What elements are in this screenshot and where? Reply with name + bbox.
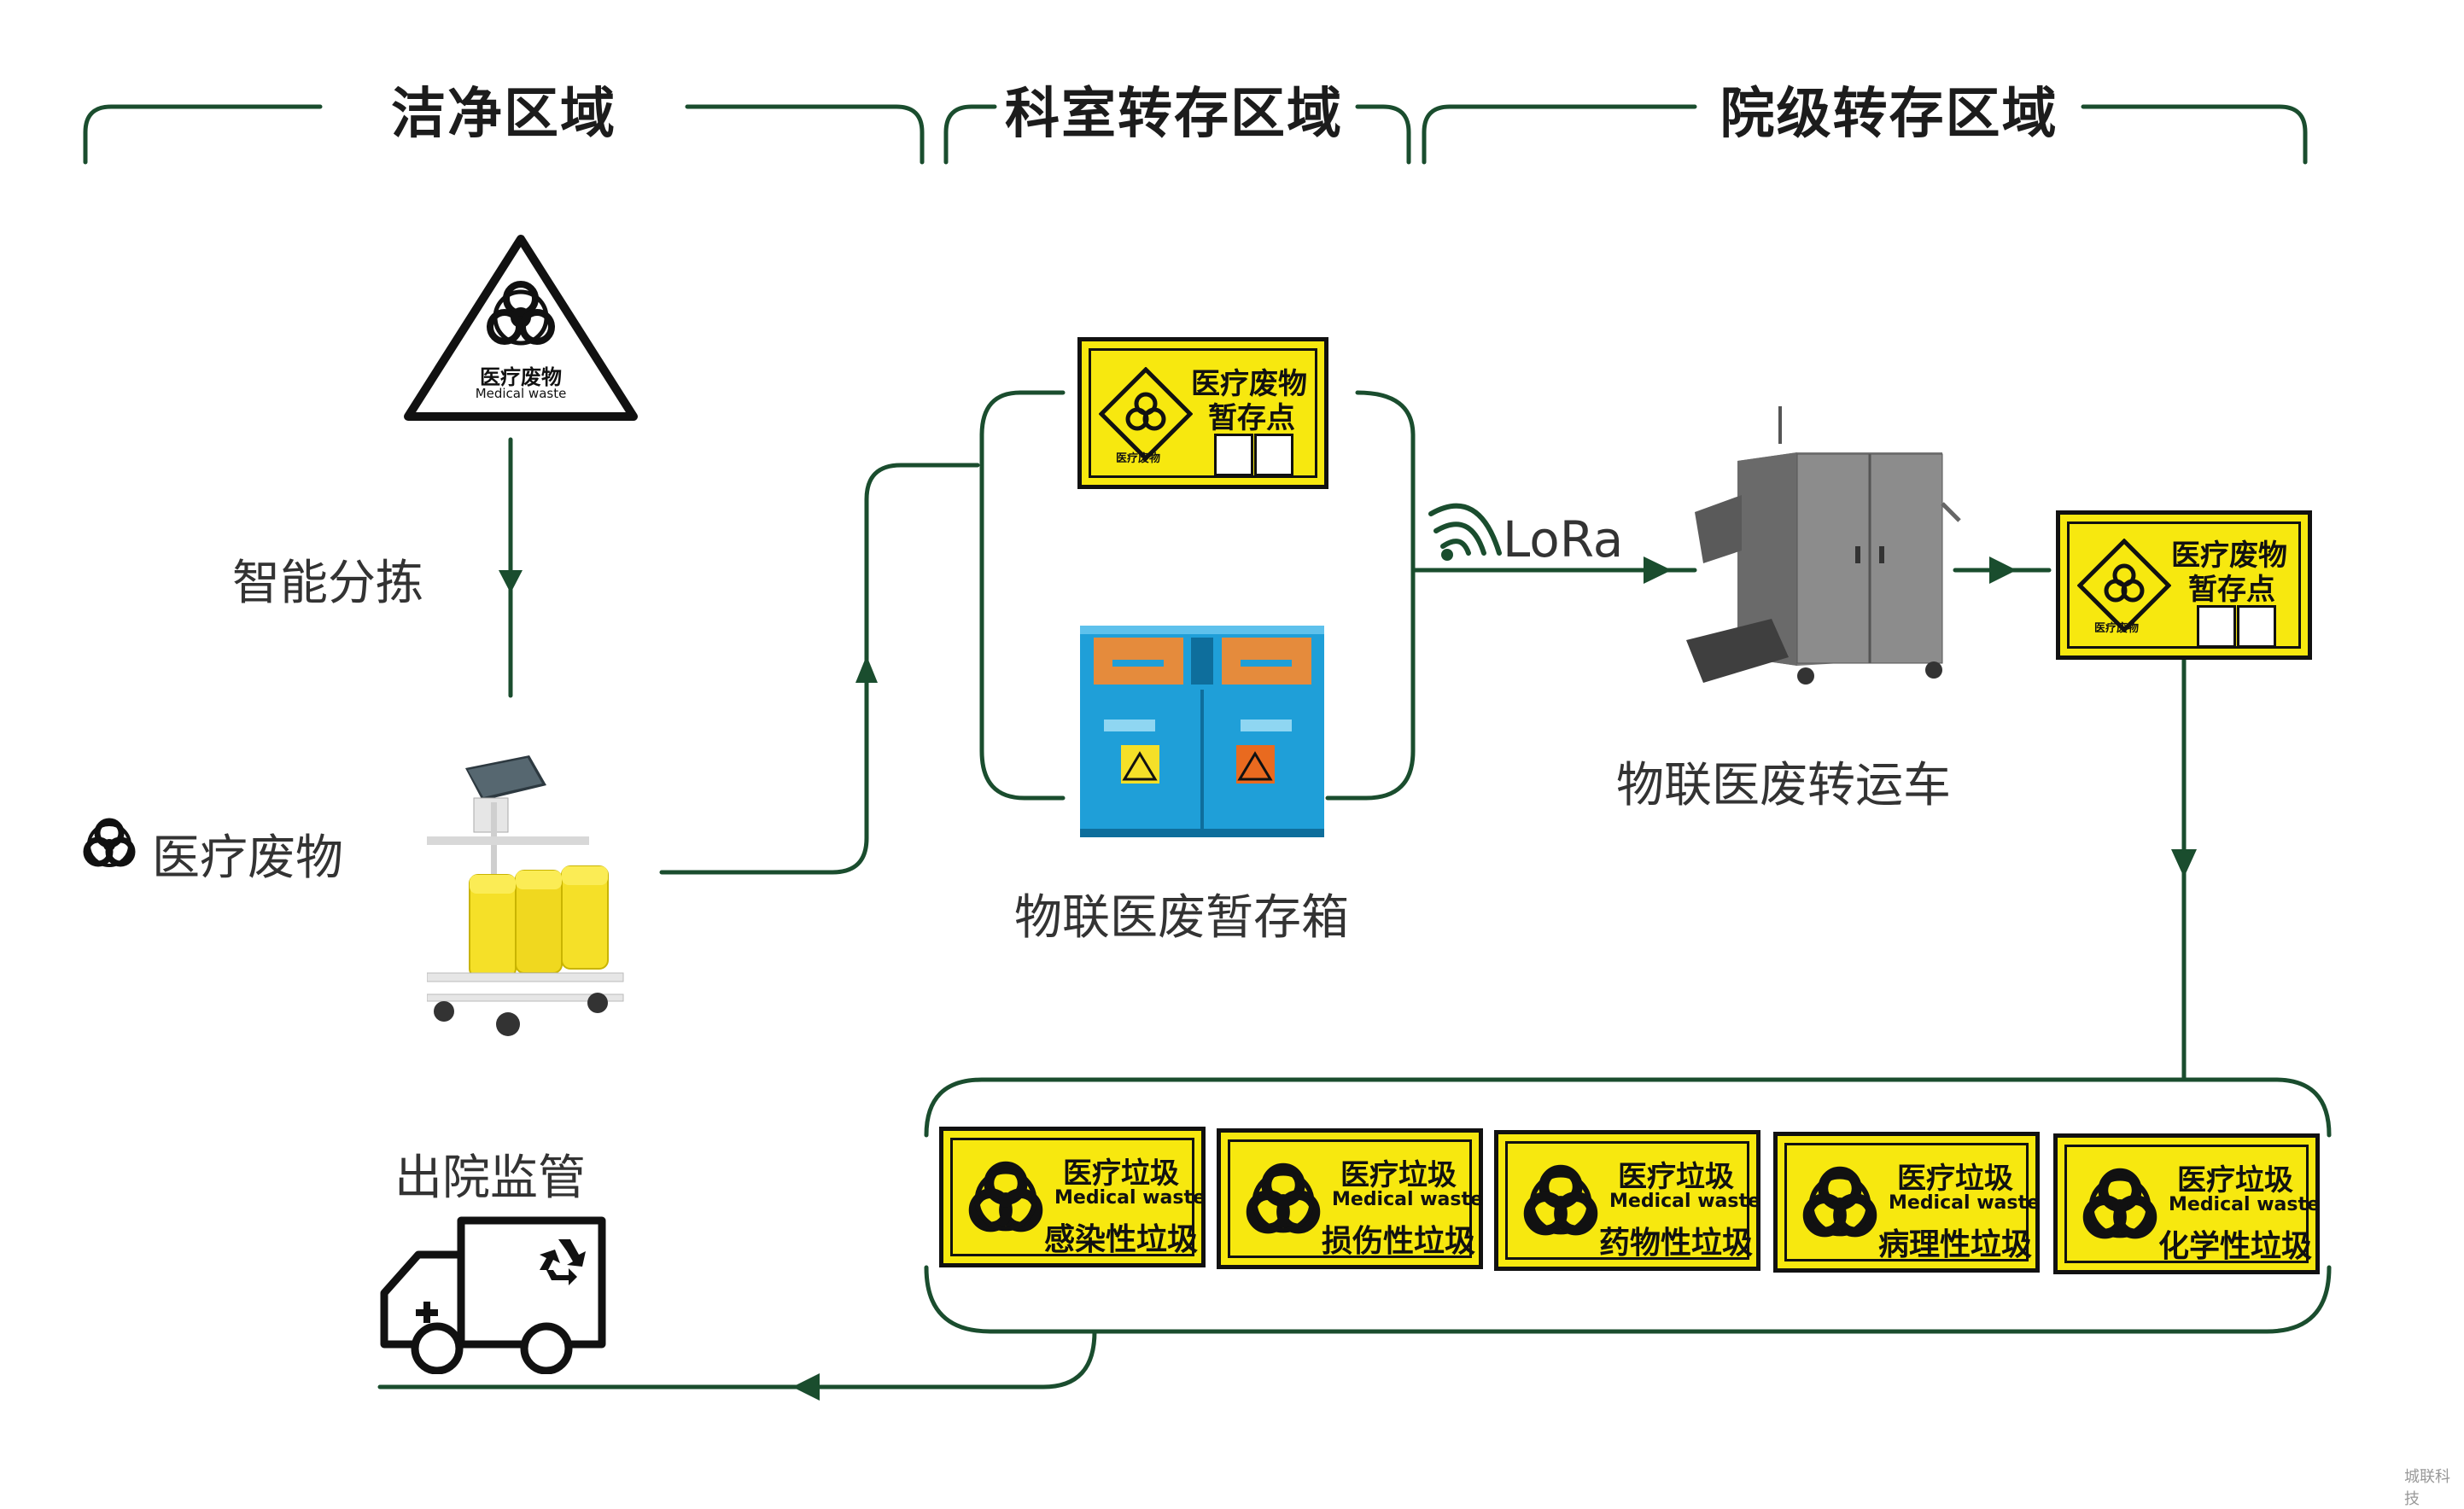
biohazard-icon (1246, 1162, 1321, 1234)
category-en: Medical waste (1889, 1192, 2040, 1214)
sign-line1: 医疗废物 (1191, 367, 1307, 401)
category-title: 医疗垃圾 (1897, 1162, 2013, 1196)
zone-title-clean: 洁净区域 (391, 83, 616, 146)
category-type: 感染性垃圾 (1044, 1222, 1199, 1257)
triangle-text-en: Medical waste (475, 386, 567, 401)
watermark: 城联科技 (2404, 1468, 2450, 1508)
iot-transport-cart (1661, 401, 1968, 708)
arrow-up-storage (855, 655, 878, 683)
recycle-truck (376, 1212, 610, 1375)
biohazard-icon (2082, 1168, 2157, 1239)
category-title: 医疗垃圾 (1618, 1160, 1734, 1194)
no-entry-icon (2237, 605, 2276, 648)
category-en: Medical waste (2169, 1194, 2320, 1215)
warning-triangle-icon (404, 235, 638, 421)
bracket-dept-left (943, 104, 997, 165)
biohazard-diamond-icon (1099, 367, 1193, 461)
biohazard-icon (1802, 1166, 1877, 1238)
biohazard-icon (1523, 1164, 1598, 1236)
biohazard-icon (75, 811, 143, 879)
category-bracket-bottom (924, 1265, 2332, 1334)
category-bracket-top (924, 1077, 2332, 1138)
label-medical-waste: 医疗废物 (152, 830, 343, 886)
arrow-to-sign (1989, 556, 2017, 584)
category-title: 医疗垃圾 (1063, 1157, 1179, 1191)
triangle-text-cn: 医疗废物 (480, 365, 562, 389)
label-lora: LoRa (1503, 510, 1624, 568)
label-exit-supervision: 出院监管 (394, 1151, 586, 1206)
line-to-truck (377, 1329, 1097, 1390)
label-storage-box: 物联医废暂存箱 (1014, 890, 1349, 946)
no-entry-icon (1254, 434, 1293, 476)
transport-cart-icon (1686, 406, 1961, 685)
bracket-clean-right (685, 104, 925, 165)
category-title: 医疗垃圾 (2177, 1163, 2293, 1197)
sign-line1: 医疗废物 (2171, 539, 2287, 573)
category-type: 病理性垃圾 (1878, 1227, 2033, 1262)
storage-bracket-right (1325, 390, 1416, 801)
category-type: 损伤性垃圾 (1322, 1224, 1476, 1259)
biohazard-diamond-icon (2077, 539, 2171, 632)
no-smoking-icon (2197, 605, 2236, 648)
storage-point-sign-department: 医疗废物 医疗废物 暂存点 (1077, 337, 1328, 489)
zone-title-department: 科室转存区域 (1005, 83, 1343, 146)
label-sorting: 智能分拣 (232, 556, 423, 611)
sign-badge-text: 医疗废物 (2094, 622, 2140, 635)
category-en: Medical waste (1609, 1191, 1760, 1212)
biohazard-warning-triangle: 医疗废物 Medical waste (401, 232, 640, 424)
bracket-hosp-left (1422, 104, 1697, 165)
category-en: Medical waste (1054, 1187, 1206, 1209)
category-type: 化学性垃圾 (2158, 1229, 2313, 1264)
category-title: 医疗垃圾 (1340, 1158, 1457, 1192)
sign-line2: 暂存点 (1208, 401, 1295, 435)
sign-line2: 暂存点 (2188, 573, 2275, 607)
line-to-storage (659, 463, 980, 875)
category-type: 药物性垃圾 (1599, 1226, 1754, 1261)
bracket-hosp-right (2081, 104, 2308, 165)
arrow-sorting-down (499, 570, 523, 593)
sign-badge-text: 医疗废物 (1116, 452, 1161, 465)
storage-cabinet-icon (1080, 626, 1324, 837)
storage-point-sign-hospital: 医疗废物 医疗废物 暂存点 (2056, 510, 2312, 660)
bracket-dept-right (1355, 104, 1411, 165)
label-transport-cart: 物联医废转运车 (1616, 758, 1951, 813)
biohazard-icon (968, 1161, 1043, 1232)
arrow-to-truck (792, 1373, 820, 1401)
bracket-clean-left (83, 104, 323, 165)
category-en: Medical waste (1332, 1189, 1483, 1210)
recycle-icon (540, 1239, 586, 1285)
iot-storage-cabinet (1078, 626, 1326, 839)
storage-bracket-left (979, 390, 1066, 801)
no-smoking-icon (1214, 434, 1253, 476)
arrow-to-cart (1644, 556, 1672, 584)
smart-sorting-station (426, 751, 632, 1041)
arrow-down-category (2171, 849, 2197, 877)
truck-icon (380, 1216, 606, 1375)
zone-title-hospital: 院级转存区域 (1720, 83, 2058, 146)
sorting-station-icon (426, 755, 624, 1036)
